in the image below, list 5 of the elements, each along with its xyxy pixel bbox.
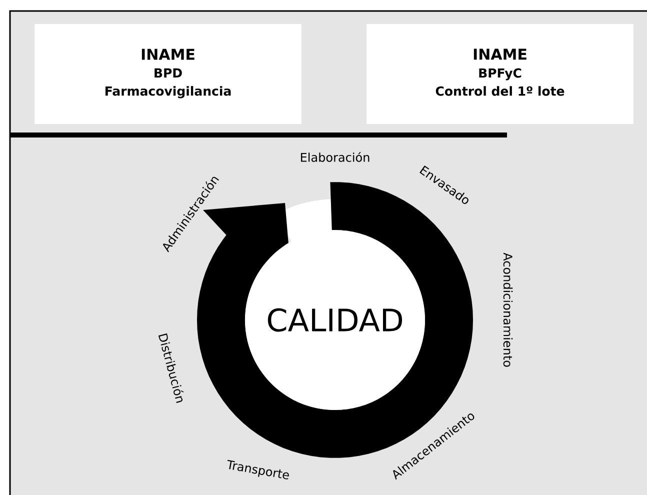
info-box: INAME BPFyC Control del 1º lote	[366, 24, 634, 124]
info-box: INAME BPD Farmacovigilancia	[34, 24, 302, 124]
stage-label: Transporte	[227, 460, 289, 480]
stage-label: Acondicionamiento	[503, 252, 513, 367]
stage-label: Elaboración	[300, 152, 370, 162]
